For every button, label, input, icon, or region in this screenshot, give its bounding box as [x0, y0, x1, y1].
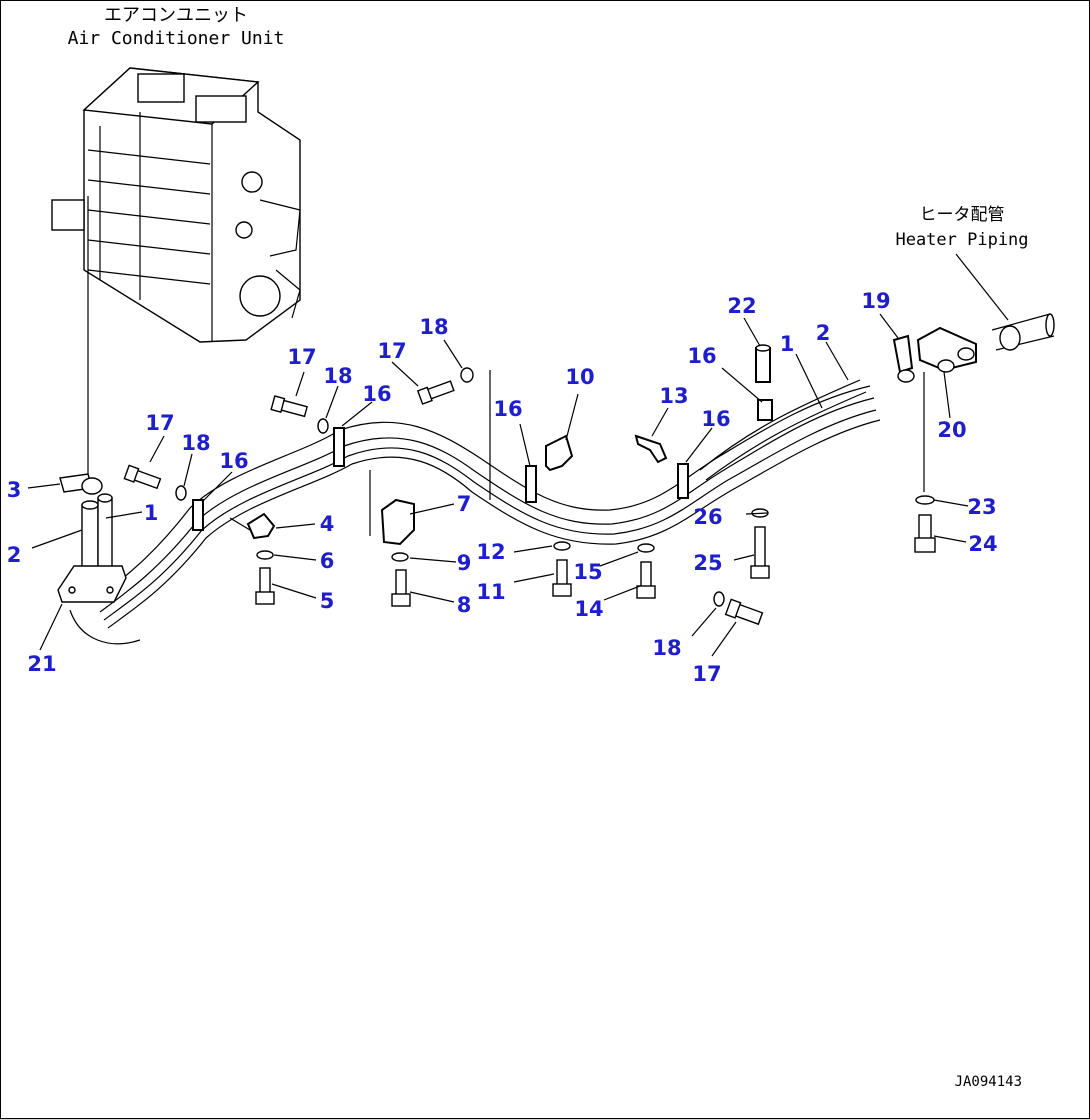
callout-13: 13: [659, 384, 688, 408]
callout-16-a: 16: [219, 449, 248, 473]
callout-21: 24: [968, 532, 997, 556]
callout-1-right: 1: [780, 332, 795, 356]
callout-5: 5: [320, 589, 335, 613]
spacer-24: [755, 344, 771, 383]
washer-6: [256, 550, 274, 560]
leader-4-pipe: [229, 517, 251, 531]
callout-17-c: 17: [377, 339, 406, 363]
bolt-25: [750, 526, 770, 579]
callout-12: 12: [476, 540, 505, 564]
callout-2-right: 2: [816, 321, 831, 345]
bracket-10: [545, 434, 574, 472]
callout-18-b: 18: [323, 364, 352, 388]
callout-16-c: 16: [493, 397, 522, 421]
heater-title-en: Heater Piping: [895, 230, 1028, 250]
callout-18-c: 18: [419, 315, 448, 339]
callout-4: 4: [320, 512, 335, 536]
callout-11: 11: [476, 580, 505, 604]
heater-hoses: [95, 379, 881, 629]
heater-title-jp: ヒータ配管: [920, 205, 1005, 225]
callout-18-a: 18: [181, 431, 210, 455]
callout-19: 19: [861, 289, 890, 313]
callout-16-e: 16: [687, 344, 716, 368]
bolt-5: [255, 567, 275, 605]
callout-20: 20: [937, 418, 966, 442]
callout-2-left: 2: [7, 543, 22, 567]
callout-10: 10: [565, 365, 594, 389]
callout-9: 9: [457, 551, 472, 575]
callout-16-d: 16: [701, 407, 730, 431]
callout-23: 21: [27, 652, 56, 676]
bolts-17: [123, 380, 764, 626]
bracket-4: [246, 512, 276, 540]
clamps-16: [192, 399, 773, 531]
washer-9: [391, 552, 409, 562]
callout-26: 26: [693, 505, 722, 529]
callout-6: 6: [320, 549, 335, 573]
callout-8: 8: [457, 593, 472, 617]
washer-22: [915, 495, 935, 505]
unit-title-jp: エアコンユニット: [104, 5, 248, 26]
callout-18-d: 18: [652, 636, 681, 660]
bolt-21: [914, 514, 936, 553]
callout-labels: 3 2 1 21 17 18 16 17 18 16 17 18 4 6 5 7…: [7, 289, 998, 686]
leader-lines: [27, 253, 1009, 657]
washer-12: [553, 541, 571, 551]
part-3-cap: [59, 473, 103, 495]
bolt-11: [552, 559, 572, 597]
callout-24: 22: [727, 294, 756, 318]
callout-7: 7: [457, 492, 472, 516]
callout-1-left: 1: [144, 501, 159, 525]
callout-17-d: 17: [692, 662, 721, 686]
bracket-7: [369, 470, 415, 546]
callout-3: 3: [7, 478, 22, 502]
callout-17-b: 17: [287, 345, 316, 369]
callout-14: 14: [574, 597, 603, 621]
pipe-end-assembly: [57, 493, 141, 645]
joint-19: [892, 334, 915, 383]
callout-25: 25: [693, 551, 722, 575]
bolt-8: [391, 569, 411, 607]
bracket-20: [916, 326, 977, 373]
callout-17-a: 17: [145, 411, 174, 435]
callout-15: 15: [573, 560, 602, 584]
bracket-13: [634, 434, 668, 464]
air-conditioner-unit: [51, 67, 301, 343]
unit-title-en: Air Conditioner Unit: [68, 28, 285, 49]
bolt-14: [636, 561, 656, 599]
washers-18: [175, 367, 725, 607]
washer-15: [637, 543, 655, 553]
drawing-code: JA094143: [955, 1074, 1022, 1090]
callout-22: 23: [967, 495, 996, 519]
callout-16-b: 16: [362, 382, 391, 406]
heater-pipe: [991, 313, 1055, 351]
